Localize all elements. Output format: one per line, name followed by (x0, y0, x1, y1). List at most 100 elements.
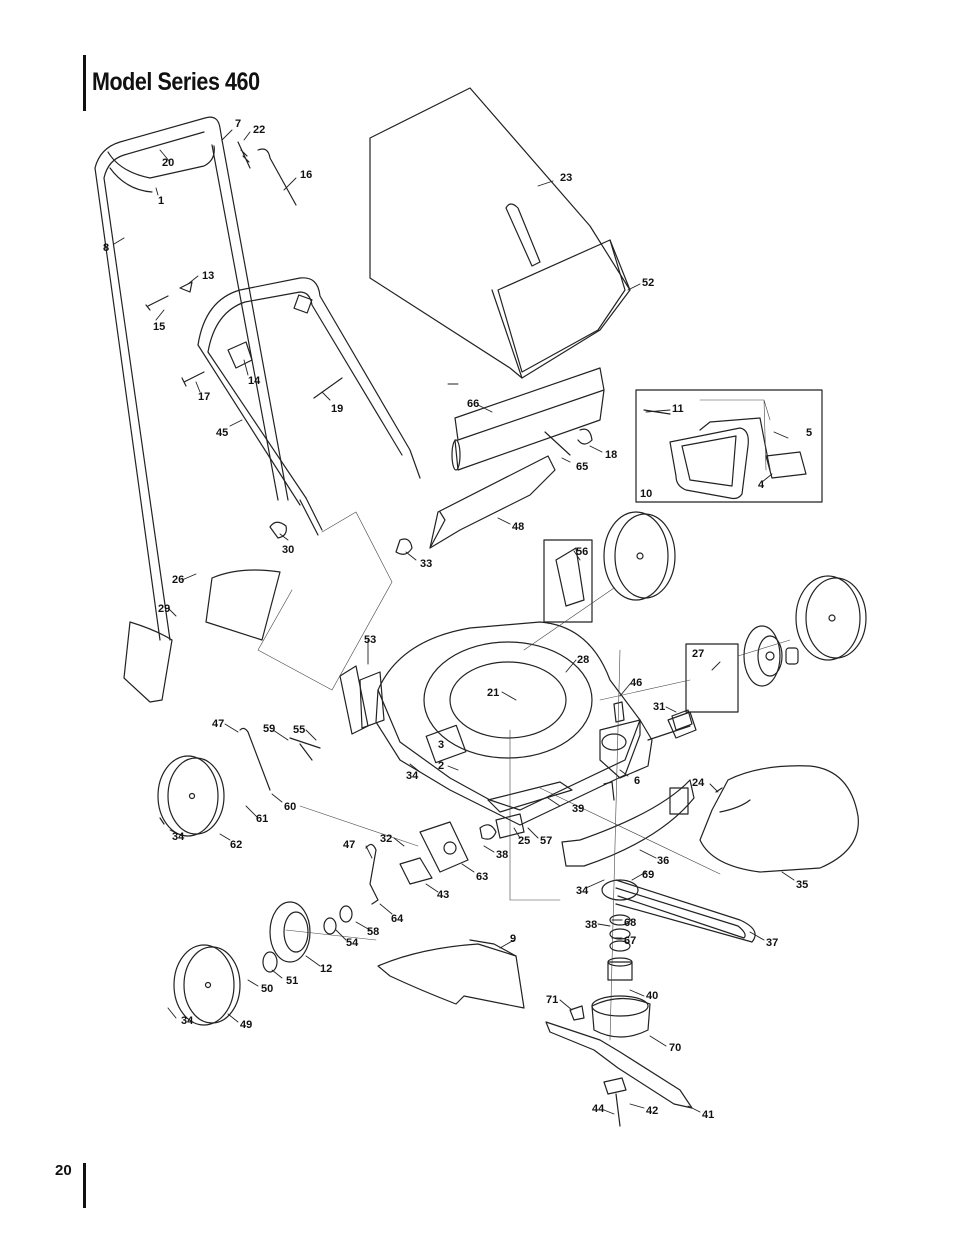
callout-42: 42 (646, 1105, 658, 1117)
blade-adapter (607, 914, 633, 981)
callout-17: 17 (198, 391, 210, 403)
callout-38b: 38 (585, 919, 597, 931)
page-title: Model Series 460 (92, 68, 260, 96)
front-wheel-upper (157, 755, 225, 837)
rear-wheel-right (603, 511, 676, 601)
footer-rule (83, 1163, 86, 1208)
drive-belt (601, 879, 756, 943)
mulch-plate (377, 939, 525, 1009)
callout-26: 26 (172, 574, 184, 586)
callout-47: 47 (212, 718, 224, 730)
callout-49: 49 (240, 1019, 252, 1031)
callout-65: 65 (576, 461, 588, 473)
front-lever (239, 727, 321, 791)
mower-deck (359, 621, 641, 826)
callout-57: 57 (540, 835, 552, 847)
callout-29: 29 (158, 603, 170, 615)
callout-62: 62 (230, 839, 242, 851)
rear-wheel-hub (743, 625, 799, 687)
callout-69: 69 (642, 869, 654, 881)
leader-lines (113, 129, 795, 1115)
callout-68: 68 (624, 917, 636, 929)
assembly-lines (257, 399, 791, 1041)
callout-22: 22 (253, 124, 265, 136)
callout-15: 15 (153, 321, 165, 333)
upper-handle (94, 116, 289, 641)
mulch-plug-inset (635, 389, 823, 503)
lower-handle (197, 277, 421, 536)
callout-24: 24 (692, 777, 705, 789)
callout-9: 9 (510, 933, 516, 945)
callout-2: 2 (438, 760, 444, 772)
callout-61: 61 (256, 813, 268, 825)
callout-40: 40 (646, 990, 658, 1002)
page-number: 20 (55, 1162, 72, 1179)
callout-34c: 34 (172, 831, 185, 843)
callout-71: 71 (546, 994, 558, 1006)
callout-67: 67 (624, 935, 636, 947)
callout-20: 20 (162, 157, 174, 169)
callout-12: 12 (320, 963, 332, 975)
rear-flap (451, 367, 605, 471)
callout-28: 28 (577, 654, 589, 666)
callout-32: 32 (380, 833, 392, 845)
callout-39: 39 (572, 803, 584, 815)
callout-10: 10 (640, 488, 652, 500)
callout-11: 11 (672, 403, 684, 415)
callout-46: 46 (630, 677, 642, 689)
rear-wheel-left (795, 575, 867, 661)
callout-6: 6 (634, 775, 640, 787)
discharge-deflector (123, 569, 281, 703)
callout-19: 19 (331, 403, 343, 415)
callout-56: 56 (576, 546, 588, 558)
front-wheel-hub (262, 901, 311, 973)
front-skirt (561, 779, 695, 867)
rear-discharge-guard (429, 455, 556, 549)
callout-44: 44 (592, 1103, 605, 1115)
callout-16: 16 (300, 169, 312, 181)
callout-34d: 34 (576, 885, 589, 897)
callout-3: 3 (438, 739, 444, 751)
callout-4: 4 (758, 479, 765, 491)
callout-48: 48 (512, 521, 524, 533)
callout-50: 50 (261, 983, 273, 995)
header-rule (83, 55, 86, 111)
callout-54: 54 (346, 937, 359, 949)
handle-hardware (145, 141, 413, 555)
callout-63: 63 (476, 871, 488, 883)
callout-34: 34 (406, 770, 419, 782)
callout-33: 33 (420, 558, 432, 570)
callout-45: 45 (216, 427, 228, 439)
callout-52: 52 (642, 277, 654, 289)
callout-51: 51 (286, 975, 298, 987)
callout-58: 58 (367, 926, 379, 938)
callout-41: 41 (702, 1109, 714, 1121)
callout-1: 1 (158, 195, 164, 207)
callout-13: 13 (202, 270, 214, 282)
callout-66: 66 (467, 398, 479, 410)
side-discharge-chute (699, 765, 859, 873)
callout-35: 35 (796, 879, 808, 891)
transmission (599, 701, 697, 779)
callout-70: 70 (669, 1042, 681, 1054)
callout-38: 38 (496, 849, 508, 861)
height-adjuster-front (365, 821, 469, 905)
callout-34b: 34 (181, 1015, 194, 1027)
callout-53: 53 (364, 634, 376, 646)
grass-catcher-bag (369, 87, 631, 379)
callout-23: 23 (560, 172, 572, 184)
callout-14: 14 (248, 375, 261, 387)
callout-21: 21 (487, 687, 499, 699)
callout-8: 8 (103, 242, 109, 254)
callout-25: 25 (518, 835, 530, 847)
height-adjuster-rear (339, 539, 739, 735)
callout-55: 55 (293, 724, 305, 736)
callout-47b: 47 (343, 839, 355, 851)
callout-30: 30 (282, 544, 294, 556)
callout-7: 7 (235, 118, 241, 130)
callout-5: 5 (806, 427, 812, 439)
callout-60: 60 (284, 801, 296, 813)
callout-36: 36 (657, 855, 669, 867)
callout-43: 43 (437, 889, 449, 901)
callout-31: 31 (653, 701, 665, 713)
